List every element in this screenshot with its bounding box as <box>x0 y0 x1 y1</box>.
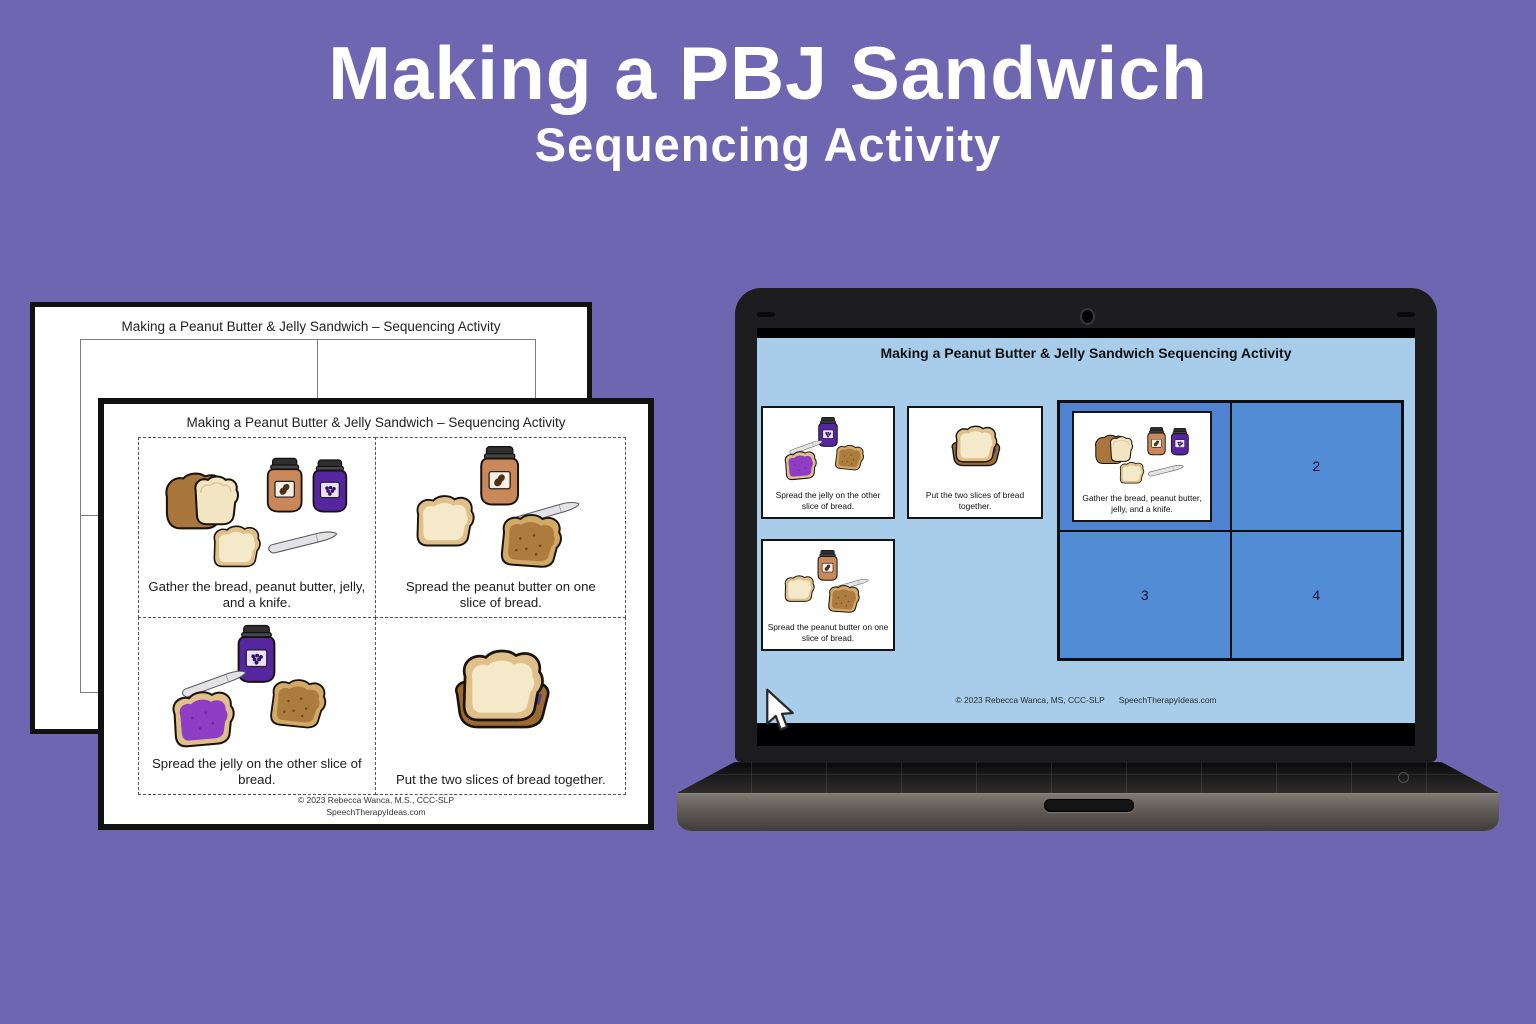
card-caption: Spread the peanut butter on one slice of… <box>405 578 596 610</box>
cell-number: 4 <box>1312 586 1321 603</box>
bread-together-illustration <box>909 408 1041 490</box>
grid-cell-3[interactable]: 3 <box>1059 530 1231 659</box>
laptop-base <box>677 793 1499 831</box>
cell-number: 2 <box>1312 458 1321 475</box>
activity-slide: Making a Peanut Butter & Jelly Sandwich … <box>757 338 1415 731</box>
hero-subtitle: Sequencing Activity <box>534 117 1002 171</box>
slide-footer: © 2023 Rebecca Wanca, MS, CCC-SLP SpeechT… <box>757 695 1415 705</box>
bezel-vent-right <box>1397 312 1415 317</box>
worksheet-website: SpeechTherapyIdeas.com <box>326 807 426 818</box>
power-light-icon <box>1397 772 1409 783</box>
draggable-card-bread-together[interactable]: Put the two slices of bread together. <box>907 406 1043 519</box>
sequence-card-spread-peanut-butter: Spread the peanut butter on one slice of… <box>375 436 627 618</box>
spread-jelly-illustration <box>139 618 376 756</box>
webcam-icon <box>1080 308 1095 325</box>
card-caption: Gather the bread, peanut butter, jelly, … <box>148 578 366 610</box>
slide-website: SpeechTherapyIdeas.com <box>1118 695 1217 705</box>
sequence-card-gather: Gather the bread, peanut butter, jelly, … <box>137 436 377 618</box>
card-caption: Spread the jelly on the other slice of b… <box>151 756 362 788</box>
card-caption: Put the two slices of bread together. <box>925 490 1025 512</box>
card-caption: Spread the jelly on the other slice of b… <box>775 490 881 512</box>
laptop-screen: Making a Peanut Butter & Jelly Sandwich … <box>757 328 1415 746</box>
hero-title: Making a PBJ Sandwich <box>328 31 1208 115</box>
cell-number: 3 <box>1140 586 1149 603</box>
sequence-card-spread-jelly: Spread the jelly on the other slice of b… <box>137 616 377 796</box>
bread-together-illustration <box>376 618 625 772</box>
placed-card-gather-supplies[interactable]: Gather the bread, peanut butter, jelly, … <box>1072 411 1212 522</box>
slide-title: Making a Peanut Butter & Jelly Sandwich … <box>880 345 1292 361</box>
card-caption: Put the two slices of bread together. <box>395 772 606 788</box>
spread-peanut-butter-illustration <box>376 438 625 579</box>
mouse-cursor-icon <box>766 688 794 731</box>
card-caption: Spread the peanut butter on one slice of… <box>767 622 889 644</box>
slide-copyright: © 2023 Rebecca Wanca, MS, CCC-SLP <box>955 695 1105 705</box>
grid-cell-4[interactable]: 4 <box>1230 530 1402 659</box>
draggable-card-spread-peanut-butter[interactable]: Spread the peanut butter on one slice of… <box>761 539 895 651</box>
worksheet-page-front: Making a Peanut Butter & Jelly Sandwich … <box>98 398 654 830</box>
spread-jelly-illustration <box>763 408 893 490</box>
gather-supplies-illustration <box>139 438 376 579</box>
worksheet-footer: © 2023 Rebecca Wanca, M.S., CCC-SLP Spee… <box>104 794 648 820</box>
card-caption: Gather the bread, peanut butter, jelly, … <box>1082 493 1202 515</box>
bezel-vent-left <box>757 312 775 317</box>
hero-heading: Making a PBJ Sandwich Sequencing Activit… <box>0 34 1536 172</box>
worksheet-copyright: © 2023 Rebecca Wanca, M.S., CCC-SLP <box>297 794 455 805</box>
worksheet-front-title: Making a Peanut Butter & Jelly Sandwich … <box>186 415 566 430</box>
sequence-answer-grid: Gather the bread, peanut butter, jelly, … <box>1057 400 1404 661</box>
draggable-card-spread-jelly[interactable]: Spread the jelly on the other slice of b… <box>761 406 895 519</box>
gather-supplies-illustration <box>1074 413 1210 493</box>
trackpad-notch <box>1044 799 1134 812</box>
laptop-bezel: Making a Peanut Butter & Jelly Sandwich … <box>735 288 1437 762</box>
spread-peanut-butter-illustration <box>763 541 893 622</box>
grid-cell-1[interactable]: Gather the bread, peanut butter, jelly, … <box>1059 402 1231 531</box>
laptop-keyboard-deck <box>677 762 1499 793</box>
worksheet-back-title: Making a Peanut Butter & Jelly Sandwich … <box>121 319 501 334</box>
sequence-card-bread-together: Put the two slices of bread together. <box>375 616 627 796</box>
worksheet-card-grid: Gather the bread, peanut butter, jelly, … <box>137 436 627 796</box>
grid-cell-2[interactable]: 2 <box>1230 402 1402 531</box>
